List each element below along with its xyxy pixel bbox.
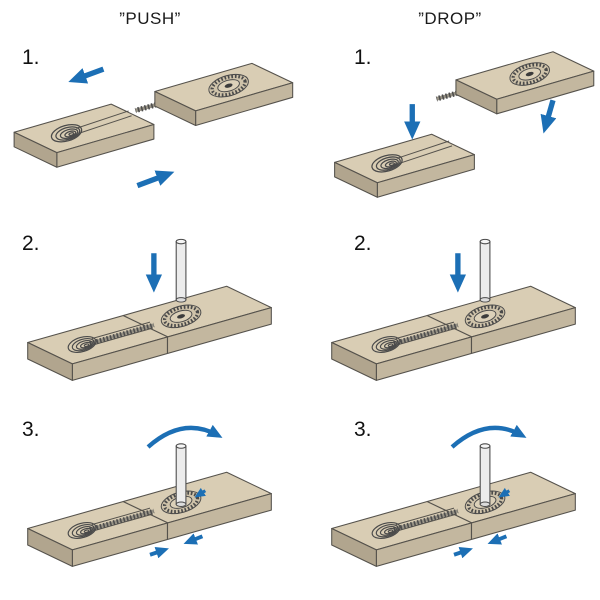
drop-step2-illustration [310,228,598,393]
lower-panel [335,134,475,197]
push-step2-illustration [6,228,294,393]
upper-panel [135,63,292,125]
drop-step1-illustration [310,42,598,207]
push-step-1: 1. [4,32,296,218]
rotate-pin-scene [28,428,272,566]
push-title: ”PUSH” [119,9,181,28]
drop-title: ”DROP” [418,9,482,28]
drop-step3-illustration [310,414,598,579]
push-step3-illustration [6,414,294,579]
push-arrow-right [136,170,175,189]
push-step-1-number: 1. [22,46,40,69]
push-column: ”PUSH” 1. 2. 3. [4,6,296,590]
drop-step-3: 3. [304,404,596,590]
push-step-3: 3. [4,404,296,590]
rotate-pin-scene [332,428,576,566]
drop-column: ”DROP” 1. 2. 3. [304,6,596,590]
drop-step-1: 1. [304,32,596,218]
insert-pin-scene [332,239,576,380]
push-arrow-left [68,66,105,84]
push-step-2-number: 2. [22,232,40,255]
lower-panel [14,104,154,167]
drop-step-3-number: 3. [354,418,372,441]
push-step1-illustration [6,42,294,189]
drop-arrow-right [540,99,557,134]
drop-step-2: 2. [304,218,596,404]
drop-step-2-number: 2. [354,232,372,255]
insert-pin-scene [28,239,272,380]
upper-panel [437,52,594,114]
push-step-2: 2. [4,218,296,404]
push-step-3-number: 3. [22,418,40,441]
drop-step-1-number: 1. [354,46,372,69]
